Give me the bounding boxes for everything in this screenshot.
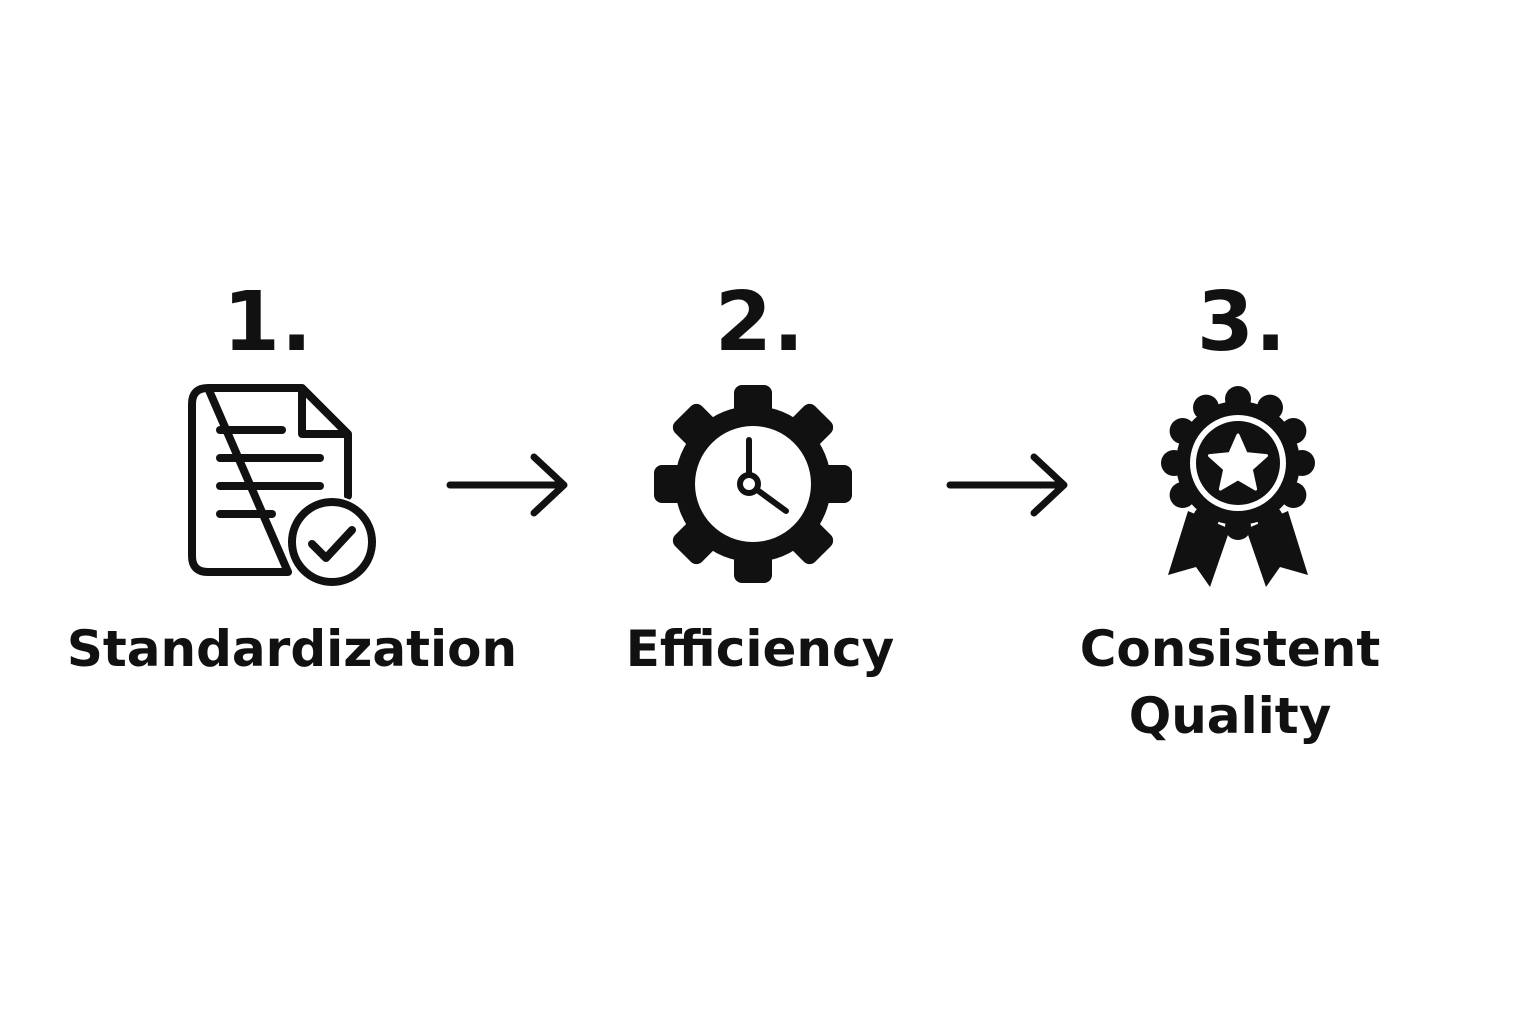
step-number-2: 2. <box>714 275 806 370</box>
step-label-1-line-1: Standardization <box>66 620 518 678</box>
step-label-3-line-2: Quality <box>1128 687 1332 745</box>
step-label-1: Standardization <box>62 616 522 683</box>
arrow-right-icon <box>946 453 1068 517</box>
arrow-right-icon <box>446 453 568 517</box>
step-number-1: 1. <box>222 275 314 370</box>
step-label-2: Efficiency <box>530 616 990 683</box>
gear-clock-icon <box>654 385 852 583</box>
step-label-2-line-1: Efficiency <box>625 620 895 678</box>
document-check-icon <box>188 384 378 588</box>
step-number-3: 3. <box>1196 275 1288 370</box>
award-ribbon-icon <box>1161 386 1315 587</box>
step-label-3-line-1: Consistent <box>1079 620 1381 678</box>
step-label-3: Consistent Quality <box>1000 616 1460 750</box>
